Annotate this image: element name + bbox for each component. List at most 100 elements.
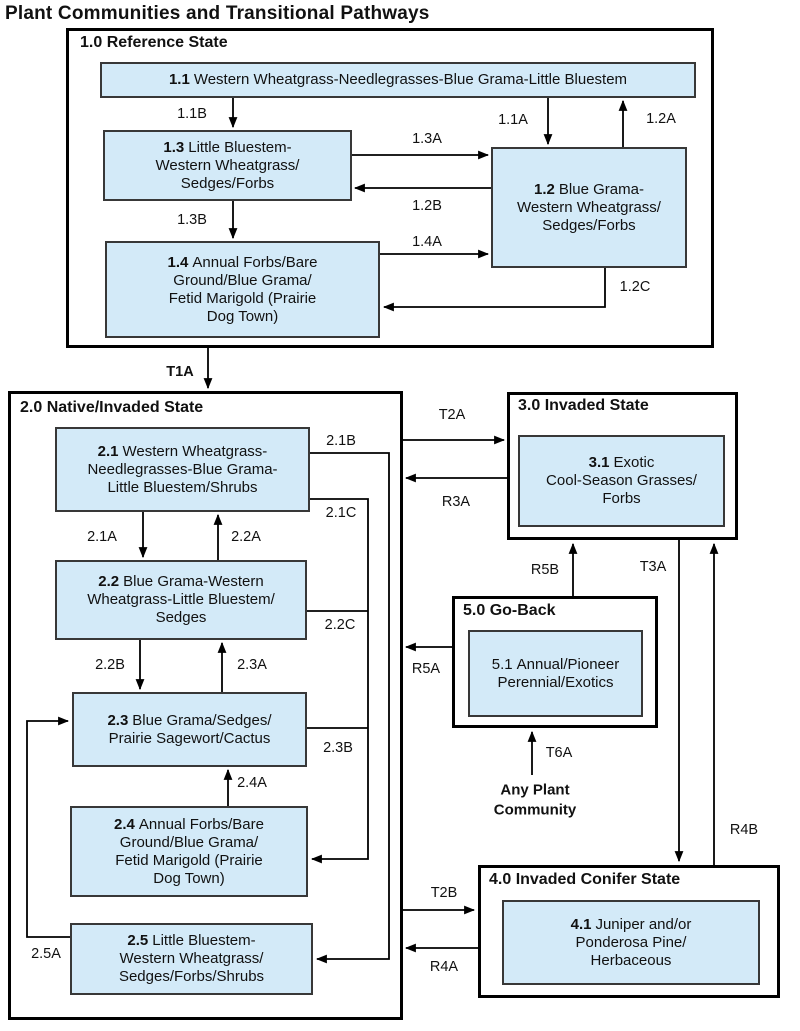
pathway-label-2.3A: 2.3A (237, 657, 267, 673)
pathway-label-T3A: T3A (639, 559, 667, 575)
community-number: 3.1 (588, 454, 610, 471)
state-label-2.0: 2.0 Native/Invaded State (20, 399, 204, 416)
community-text-line: Little Bluestem/Shrubs (107, 479, 257, 497)
community-name-text: Cool-Season Grasses/ (546, 472, 697, 489)
pathway-label-2.5A: 2.5A (31, 946, 61, 962)
community-name-text: Prairie Sagewort/Cactus (108, 729, 271, 747)
community-text-line: Ground/Blue Grama/ (173, 272, 311, 290)
community-text-line: Sedges/Forbs (542, 217, 635, 235)
community-name-text: Western Wheatgrass/ (119, 950, 264, 967)
pathway-label-1.1B: 1.1B (177, 106, 207, 122)
pathway-label-2.1B: 2.1B (326, 433, 356, 449)
community-text-line: Sedges/Forbs/Shrubs (119, 968, 264, 986)
community-number: 1.2 (534, 180, 555, 198)
community-text-line: Wheatgrass-Little Bluestem/ (87, 591, 275, 609)
community-name-text: Sedges/Forbs (180, 174, 275, 192)
state-box-2.0 (8, 391, 403, 1020)
pathway-label-2.2B: 2.2B (95, 657, 125, 673)
pathway-label-T2B: T2B (430, 885, 458, 901)
community-name-text: Annual/Pioneer (516, 655, 620, 673)
pathway-label-T1A: T1A (166, 364, 194, 380)
state-label-1.0: 1.0 Reference State (80, 34, 228, 51)
community-number: 1.4 (167, 253, 189, 271)
community-number: 5.1 (491, 655, 513, 673)
community-text-line: Ponderosa Pine/ (576, 934, 687, 952)
pathway-label-R4A: R4A (429, 959, 459, 975)
community-number: 2.1 (97, 442, 119, 460)
pathway-label-2.2A: 2.2A (231, 529, 261, 545)
community-text-line: Western Wheatgrass/ (156, 157, 300, 175)
diagram-title: Plant Communities and Transitional Pathw… (5, 3, 430, 24)
pathway-label-1.2C: 1.2C (619, 279, 651, 295)
pathway-label-T6A: T6A (545, 745, 573, 761)
community-text-line: Prairie Sagewort/Cactus (109, 730, 271, 748)
pathway-label-1.2A: 1.2A (646, 111, 676, 127)
community-name-text: Little Bluestem- (188, 138, 292, 156)
community-number: 1.1 (168, 71, 190, 88)
community-name-text: Blue Grama-Western (123, 573, 264, 590)
community-text-line: Western Wheatgrass/ (517, 199, 661, 217)
pathway-label-1.1A: 1.1A (498, 112, 528, 128)
community-text-line: Fetid Marigold (Prairie (169, 290, 317, 308)
pathway-label-1.3B: 1.3B (177, 212, 207, 228)
pathway-label-R3A: R3A (441, 494, 471, 510)
community-number: 2.2 (98, 573, 120, 590)
community-text-line: Sedges (156, 609, 207, 627)
community-number: 2.5 (127, 932, 149, 949)
community-text-line: Ground/Blue Grama/ (120, 834, 258, 852)
state-box-4.0 (478, 865, 780, 998)
arrow-2.1B (310, 452, 390, 964)
community-number: 4.1 (570, 915, 592, 933)
community-text-line: Forbs (602, 490, 640, 508)
community-text-line: Dog Town) (207, 308, 278, 326)
community-name-text: Wheatgrass-Little Bluestem/ (87, 591, 275, 608)
community-name-text: Western Wheatgrass/ (155, 156, 300, 174)
community-name-text: Western Wheatgrass-Needlegrasses-Blue Gr… (193, 71, 628, 88)
community-number: 2.3 (107, 711, 129, 729)
community-text-line: Needlegrasses-Blue Grama- (87, 461, 277, 479)
pathway-label-R5A: R5A (411, 661, 441, 677)
arrow-1.2C (382, 268, 606, 312)
state-label-5.0: 5.0 Go-Back (463, 602, 556, 619)
pathway-label-2.4A: 2.4A (237, 775, 267, 791)
community-text-line: Cool-Season Grasses/ (546, 472, 697, 490)
community-name-text: Exotic (613, 454, 655, 471)
community-name-text: Forbs (602, 490, 641, 507)
community-name-text: Western Wheatgrass/ (517, 198, 661, 216)
pathway-label-1.4A: 1.4A (412, 234, 442, 250)
pathway-label-2.2C: 2.2C (324, 617, 356, 633)
arrow-2.1C (310, 498, 369, 864)
pathway-label-2.3B: 2.3B (323, 740, 353, 756)
community-text-line: Fetid Marigold (Prairie (115, 852, 263, 870)
community-name-text: Perennial/Exotics (497, 673, 614, 691)
community-name-text: Juniper and/or (595, 915, 692, 933)
arrow-2.5A (26, 716, 70, 938)
any-plant-community-label: Any Plant Community (493, 781, 577, 819)
community-name-text: Dog Town) (206, 307, 279, 325)
community-name-text: Annual Forbs/Bare (192, 253, 318, 271)
community-text-line: Sedges/Forbs (181, 175, 274, 193)
community-name-text: Sedges/Forbs (542, 216, 636, 234)
community-name-text: Blue Grama/Sedges/ (132, 711, 272, 729)
community-name-text: Dog Town) (153, 869, 225, 887)
community-text-line: Dog Town) (153, 870, 224, 888)
community-text-line: Herbaceous (591, 952, 672, 970)
